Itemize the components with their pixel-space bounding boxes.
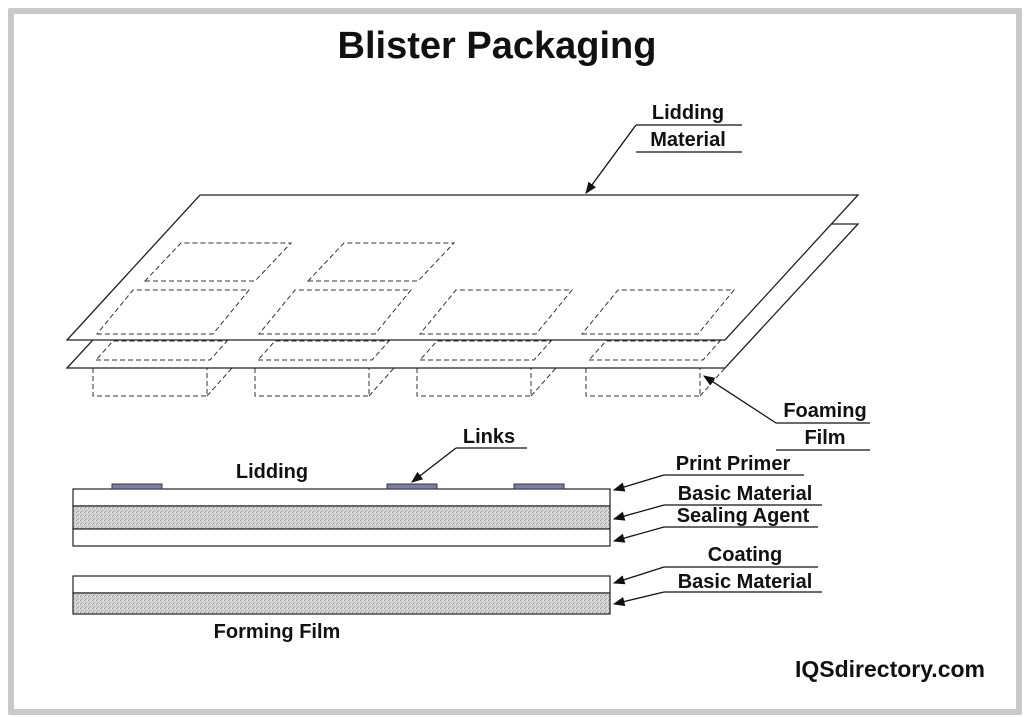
foaming-film-label-line1: Foaming	[783, 400, 866, 422]
foaming-film-callout: Foaming Film	[703, 375, 870, 451]
blister-cavity	[254, 367, 395, 397]
forming-film-pockets	[94, 340, 722, 361]
lidding-material-sheet	[65, 194, 860, 341]
lidding-cross-section	[72, 483, 611, 547]
basic-material-layer-bottom	[72, 592, 611, 615]
blister-cavity	[92, 367, 233, 397]
coating-label: Coating	[708, 544, 782, 566]
link-pad	[386, 483, 438, 490]
basic-material-bottom-callout: Basic Material	[612, 571, 822, 607]
lidding-pockets	[95, 242, 736, 335]
foaming-film-label-line2: Film	[804, 427, 845, 449]
basic-material-layer-top	[72, 505, 611, 530]
link-pad	[513, 483, 565, 490]
forming-film-label: Forming Film	[214, 621, 341, 643]
basic-material-bottom-label: Basic Material	[678, 571, 813, 593]
print-primer-callout: Print Primer	[612, 453, 804, 492]
lidding-label: Lidding	[236, 461, 308, 483]
brand-watermark: IQSdirectory.com	[795, 656, 985, 682]
lidding-material-callout: Lidding Material	[585, 102, 742, 194]
link-pad	[111, 483, 163, 490]
lidding-material-label-line1: Lidding	[652, 102, 724, 124]
coating-callout: Coating	[612, 544, 818, 585]
forming-film-cross-section	[72, 575, 611, 615]
print-primer-label: Print Primer	[676, 453, 791, 475]
sealing-agent-label: Sealing Agent	[677, 505, 810, 527]
blister-cavity	[416, 367, 557, 397]
links-label: Links	[463, 426, 515, 448]
lidding-material-label-line2: Material	[650, 129, 726, 151]
basic-material-top-callout: Basic Material	[612, 483, 822, 521]
blister-cavity	[585, 367, 726, 397]
sealing-agent-layer	[72, 528, 611, 547]
links-callout: Links	[411, 426, 527, 483]
blister-cavities	[92, 367, 726, 397]
basic-material-top-label: Basic Material	[678, 483, 813, 505]
coating-layer	[72, 575, 611, 594]
page-title: Blister Packaging	[338, 25, 657, 67]
lidding-material-plane	[65, 194, 860, 341]
sealing-agent-callout: Sealing Agent	[612, 505, 818, 543]
print-primer-layer	[72, 488, 611, 507]
